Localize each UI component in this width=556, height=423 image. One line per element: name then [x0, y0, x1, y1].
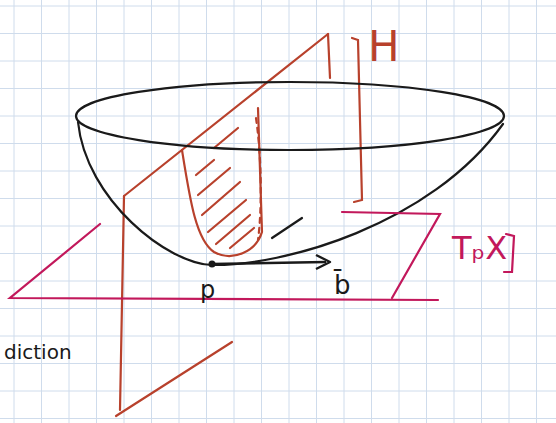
- grid-line: [0, 88, 556, 89]
- grid-line: [151, 0, 152, 423]
- grid-line: [0, 143, 556, 144]
- grid-line: [426, 0, 427, 423]
- grid-line: [96, 0, 97, 423]
- vector-label: b̄: [334, 272, 351, 298]
- grid-line: [454, 0, 455, 423]
- grid-line: [0, 226, 556, 227]
- grid-line: [0, 336, 556, 337]
- grid-line: [316, 0, 317, 423]
- grid-line: [0, 281, 556, 282]
- plane-h: [116, 34, 362, 416]
- grid-line: [0, 6, 556, 7]
- plane-label: H: [368, 26, 400, 68]
- grid-line: [481, 0, 482, 423]
- grid-line: [509, 0, 510, 423]
- grid-line: [0, 171, 556, 172]
- tangent-plane: [10, 212, 514, 300]
- grid-line: [536, 0, 537, 423]
- grid-line: [0, 116, 556, 117]
- grid-line: [0, 61, 556, 62]
- grid-line: [0, 198, 556, 199]
- point-label: p: [200, 278, 215, 302]
- vector-b: [209, 255, 331, 269]
- plane-label: TₚX: [452, 232, 507, 264]
- grid-line: [0, 33, 556, 34]
- note-text: diction: [4, 342, 72, 362]
- grid-line: [0, 363, 556, 364]
- grid-line: [0, 391, 556, 392]
- grid-line: [0, 308, 556, 309]
- paraboloid-bowl: [76, 82, 504, 265]
- grid-line: [0, 418, 556, 419]
- grid-line: [179, 0, 180, 423]
